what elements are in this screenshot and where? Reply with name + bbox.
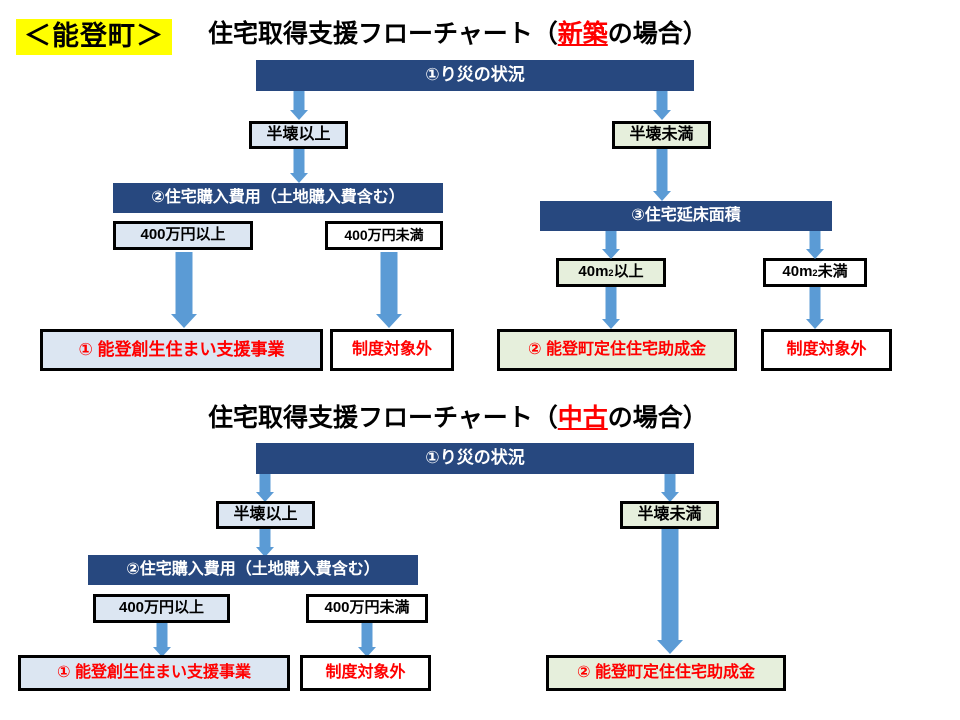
option-right-b-label-main: 40m — [782, 263, 813, 281]
question-right-new-build: ③住宅延床面積 — [540, 201, 832, 231]
condition-right-new-build: 半壊未満 — [612, 121, 711, 149]
chart-title-prefix: 住宅取得支援フローチャート（ — [208, 20, 558, 48]
condition-left-new-build: 半壊以上 — [249, 121, 348, 149]
arrow-left-condition2-to-question — [250, 529, 280, 557]
arrow-root2-to-right-condition — [655, 474, 685, 502]
condition-left-used-home: 半壊以上 — [216, 501, 315, 529]
arrow-right-question-to-option-b — [800, 231, 830, 259]
condition-right-used-home: 半壊未満 — [620, 501, 719, 529]
arrow-root-to-left-condition — [284, 91, 314, 120]
arrow-right-condition2-to-result — [652, 529, 688, 654]
chart-title-used-home: 住宅取得支援フローチャート（中古の場合） — [208, 406, 708, 431]
arrow-right-a-to-result — [596, 287, 626, 329]
arrow-left-condition-to-question — [284, 149, 314, 183]
option-right-b-label-tail: 未満 — [817, 263, 848, 281]
option-left-b-new-build: 400万円未満 — [325, 221, 443, 250]
arrow-right-condition-to-question — [647, 149, 677, 201]
chart2-title-suffix: の場合） — [607, 404, 708, 432]
arrow-root-to-right-condition — [647, 91, 677, 120]
arrow-left-b2-to-result — [352, 623, 382, 657]
root-node-used-home: ①り災の状況 — [256, 443, 694, 474]
chart-title-highlight: 新築 — [557, 20, 608, 48]
question-left-used-home: ②住宅購入費用（土地購入費含む） — [88, 555, 418, 585]
chart-title-suffix: の場合） — [607, 20, 708, 48]
chart2-title-prefix: 住宅取得支援フローチャート（ — [208, 404, 558, 432]
root-node-new-build: ①り災の状況 — [256, 60, 694, 91]
chart2-title-highlight: 中古 — [557, 404, 608, 432]
option-right-a-label-tail: 以上 — [613, 263, 644, 281]
municipality-badge: ＜能登町＞ — [16, 19, 172, 56]
option-right-a-label-main: 40m — [578, 263, 609, 281]
result-left-a-used-home: ① 能登創生住まい支援事業 — [18, 655, 290, 691]
arrow-right-question-to-option-a — [596, 231, 626, 259]
arrow-root2-to-left-condition — [250, 474, 280, 502]
arrow-left-a-to-result — [166, 252, 202, 328]
option-left-a-new-build: 400万円以上 — [113, 221, 253, 250]
arrow-left-b-to-result — [371, 252, 407, 328]
chart-title-new-build: 住宅取得支援フローチャート（新築の場合） — [208, 22, 708, 47]
result-left-a-new-build: ① 能登創生住まい支援事業 — [40, 329, 323, 371]
option-left-a-used-home: 400万円以上 — [93, 594, 230, 623]
result-right-used-home: ② 能登町定住住宅助成金 — [546, 655, 786, 691]
arrow-left-a2-to-result — [147, 623, 177, 657]
question-left-new-build: ②住宅購入費用（土地購入費含む） — [113, 183, 443, 213]
arrow-right-b-to-result — [800, 287, 830, 329]
result-left-b-used-home: 制度対象外 — [300, 655, 431, 691]
result-right-b-new-build: 制度対象外 — [761, 329, 892, 371]
option-left-b-used-home: 400万円未満 — [306, 594, 428, 623]
result-right-a-new-build: ② 能登町定住住宅助成金 — [497, 329, 737, 371]
result-left-b-new-build: 制度対象外 — [330, 329, 454, 371]
